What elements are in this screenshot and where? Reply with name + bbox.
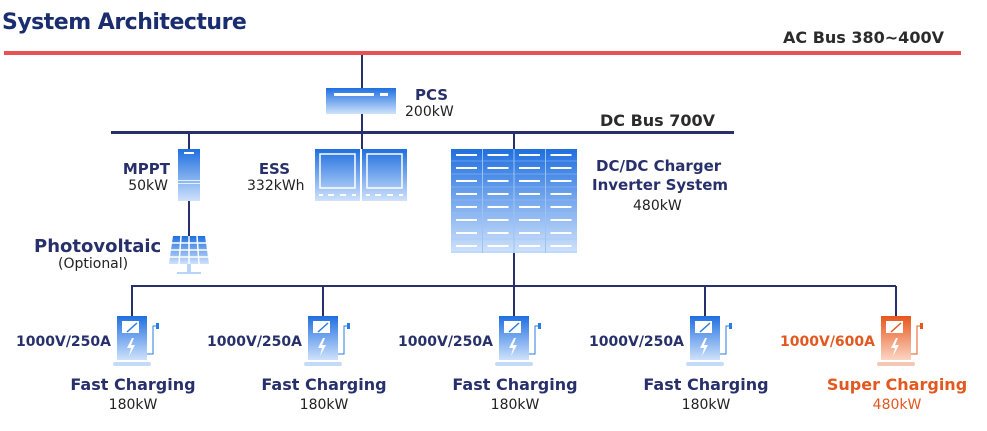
charger-power: 180kW — [681, 397, 731, 413]
dcdc-name-line1: DC/DC Charger — [596, 157, 722, 175]
charger-power: 180kW — [299, 397, 349, 413]
ess-connector — [361, 133, 363, 149]
fast-charger-icon — [495, 316, 541, 366]
ac-bus-label: AC Bus 380~400V — [783, 28, 944, 47]
charger-spec: 1000V/250A — [589, 334, 684, 350]
charger-connector — [131, 286, 133, 316]
super-charger-icon — [877, 316, 923, 366]
charger-type: Fast Charging — [261, 375, 387, 394]
charger-connector — [704, 286, 706, 316]
dcdc-rating: 480kW — [633, 198, 682, 214]
charger-connector — [895, 286, 897, 316]
charger-type: Fast Charging — [643, 375, 769, 394]
fast-charger-icon — [686, 316, 732, 366]
charger-connector — [513, 286, 515, 316]
charger-power: 480kW — [872, 397, 922, 413]
pv-note: (Optional) — [58, 256, 129, 272]
dcdc-connector-bottom — [513, 253, 515, 286]
mppt-icon — [178, 149, 200, 201]
dcdc-cabinet-icon — [451, 149, 577, 253]
charger-type: Super Charging — [826, 375, 968, 394]
page-title: System Architecture — [2, 10, 247, 35]
mppt-rating: 50kW — [128, 178, 168, 194]
charger-type: Fast Charging — [70, 375, 196, 394]
ess-rating: 332kWh — [247, 178, 305, 194]
dc-bus-line — [111, 131, 734, 134]
pv-name: Photovoltaic — [34, 236, 162, 257]
charger-type: Fast Charging — [452, 375, 578, 394]
dcdc-name-line2: Inverter System — [592, 176, 729, 194]
charger-power: 180kW — [490, 397, 540, 413]
pcs-rating: 200kW — [405, 104, 454, 120]
dcdc-connector-top — [513, 133, 515, 149]
pv-connector — [188, 201, 190, 237]
ess-name: ESS — [258, 160, 290, 178]
mppt-name: MPPT — [122, 160, 170, 178]
dc-bus-label: DC Bus 700V — [600, 111, 716, 130]
charger-power: 180kW — [108, 397, 158, 413]
solar-panel-icon — [169, 235, 209, 274]
charger-spec: 1000V/250A — [16, 334, 111, 350]
fast-charger-icon — [113, 316, 159, 366]
ess-battery-icon — [315, 149, 407, 201]
mppt-connector — [188, 133, 190, 149]
charger-connector — [322, 286, 324, 316]
charger-spec: 1000V/600A — [780, 334, 875, 350]
pcs-icon — [326, 88, 396, 114]
charger-spec: 1000V/250A — [207, 334, 302, 350]
pcs-name: PCS — [415, 86, 449, 104]
fast-charger-icon — [304, 316, 350, 366]
ac-bus-line — [4, 51, 961, 55]
charger-spec: 1000V/250A — [398, 334, 493, 350]
